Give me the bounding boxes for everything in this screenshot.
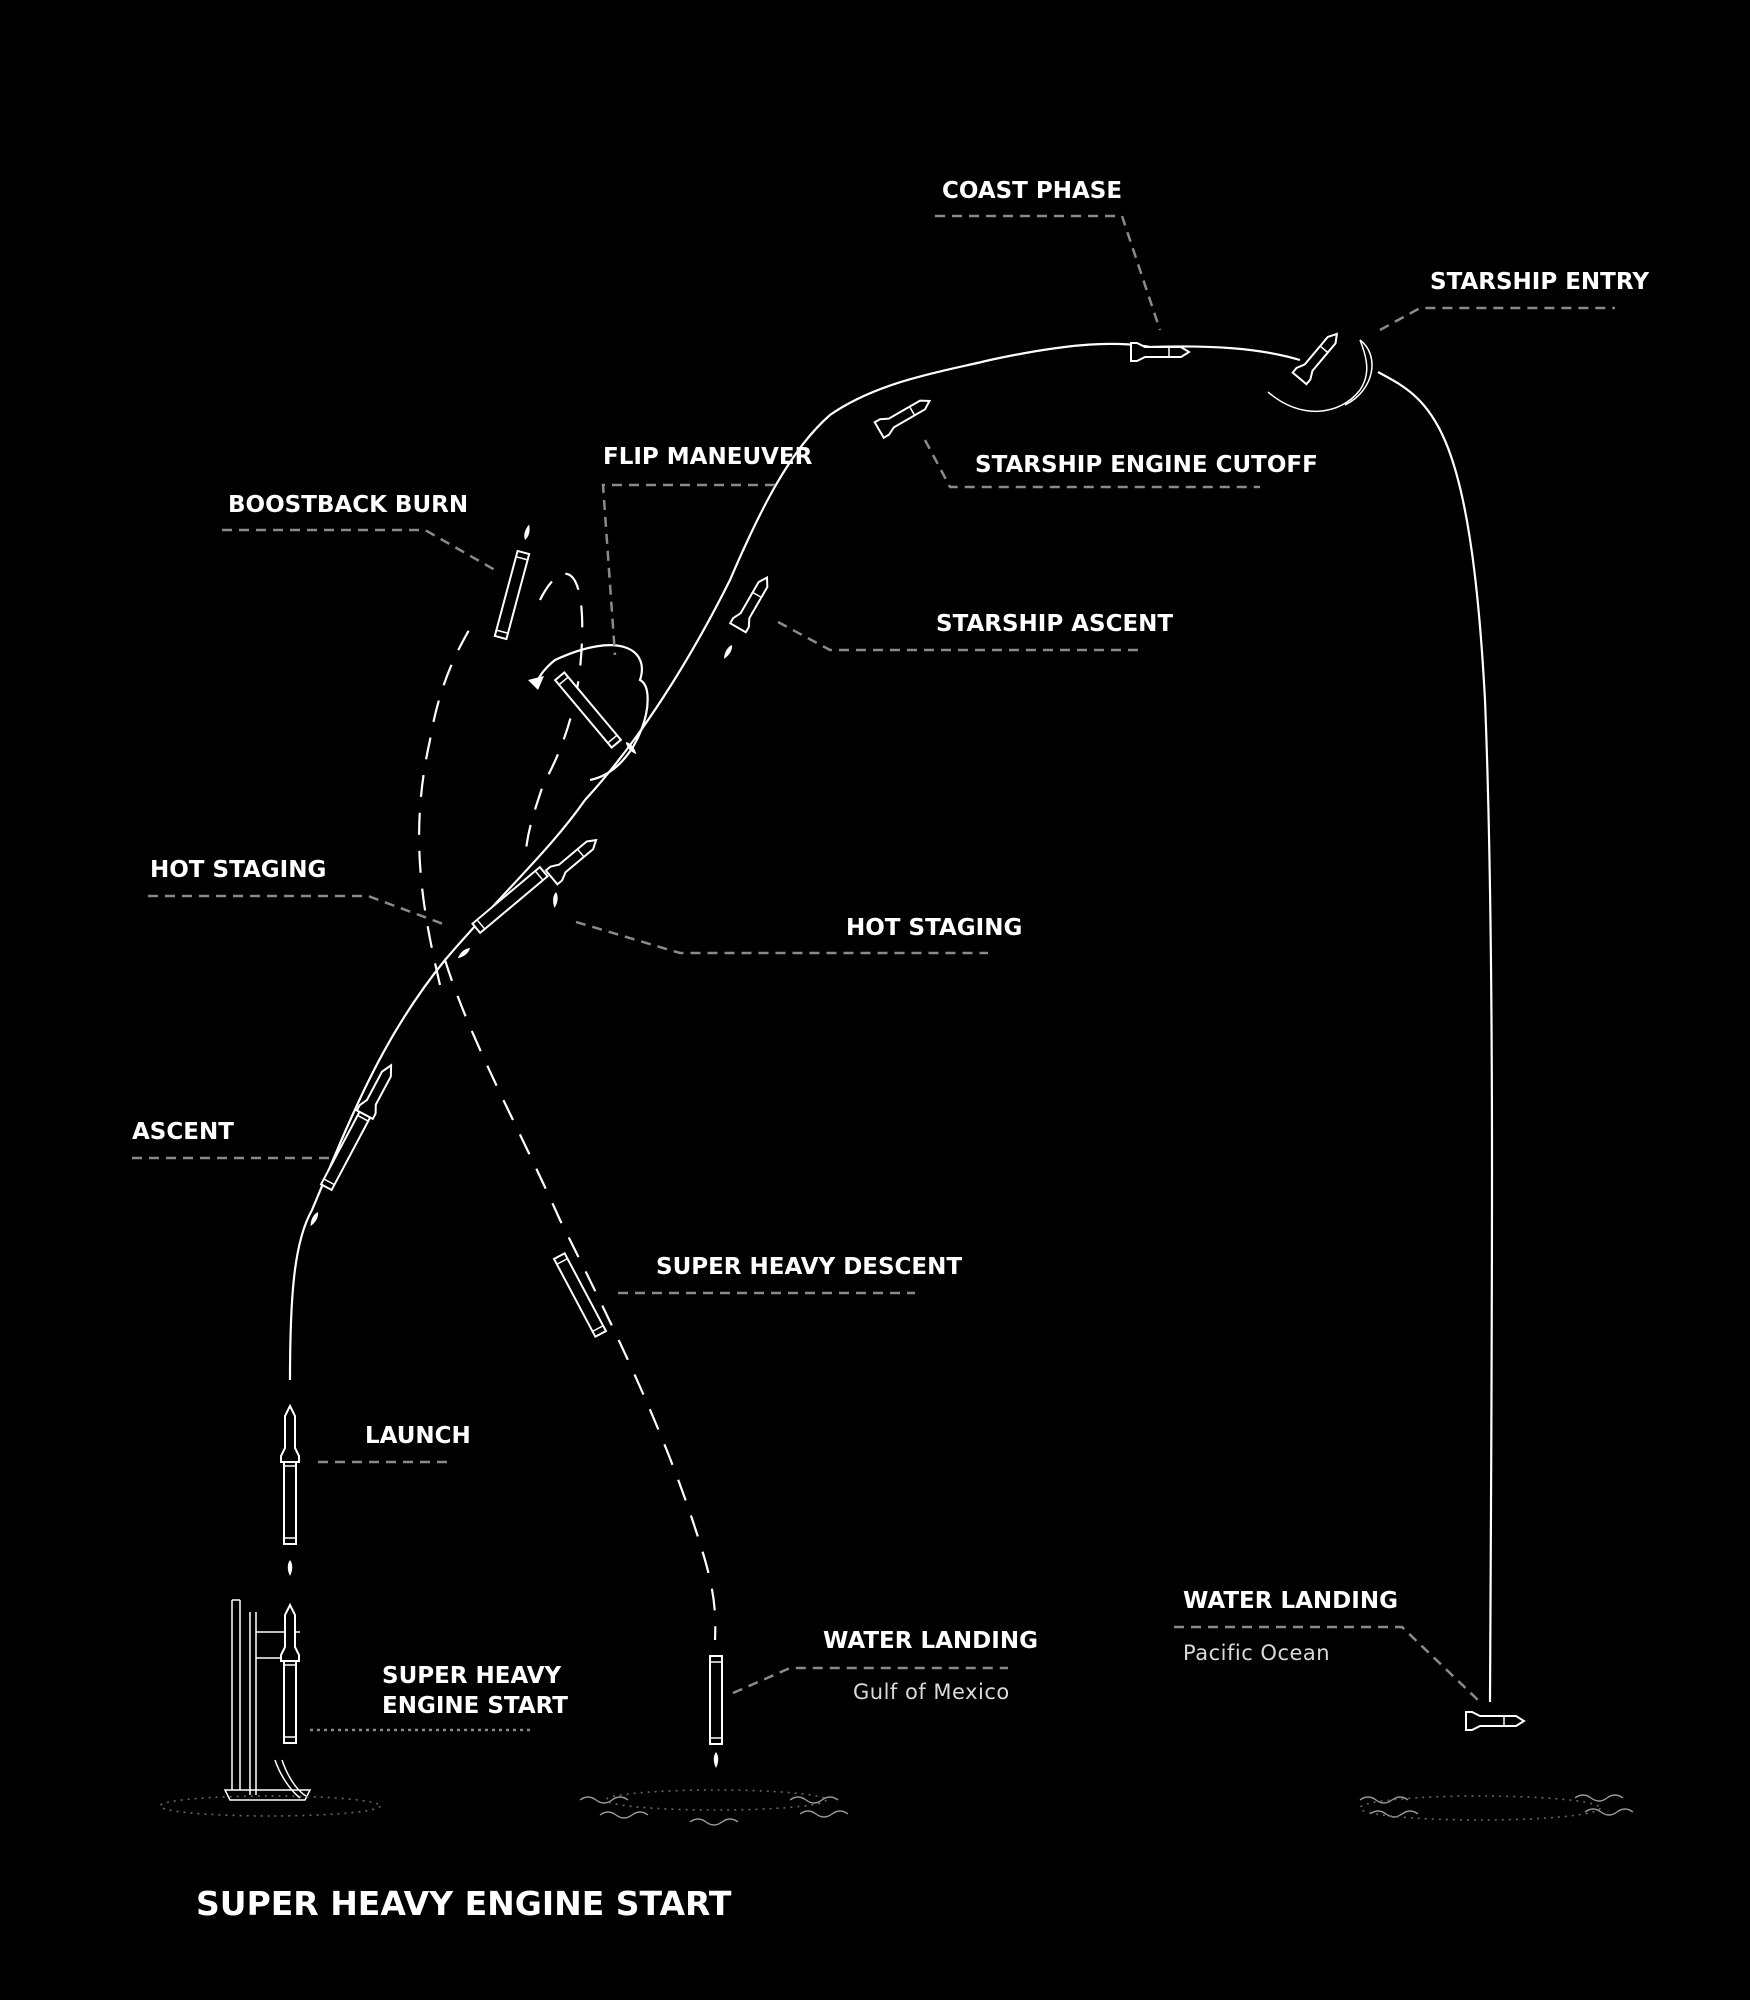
booster-boostback-icon: [493, 549, 531, 641]
starship-trajectory: [288, 342, 1301, 1381]
launch-tower: [223, 1599, 312, 1801]
vehicle-launch-icon: [280, 1405, 300, 1545]
label-coast-phase: COAST PHASE: [942, 178, 1122, 204]
label-water-landing-gulf: WATER LANDING: [823, 1628, 1038, 1654]
label-starship-engine-cutoff: STARSHIP ENGINE CUTOFF: [975, 452, 1318, 478]
label-pacific-ocean: Pacific Ocean: [1183, 1641, 1330, 1665]
label-ascent: ASCENT: [132, 1119, 234, 1145]
label-engine-start-line1: SUPER HEAVY: [382, 1663, 562, 1689]
vehicle-ascent-icon: [317, 1060, 401, 1193]
booster-separation-icon: [471, 866, 549, 934]
leader-hot-staging-right: [575, 920, 988, 955]
label-hot-staging-right: HOT STAGING: [846, 915, 1022, 941]
starship-engine-cutoff-icon: [873, 392, 935, 439]
leader-coast-phase: [935, 214, 1162, 331]
label-hot-staging-left: HOT STAGING: [150, 857, 326, 883]
leader-water-landing-pacific: [1174, 1625, 1479, 1701]
label-starship-entry: STARSHIP ENTRY: [1430, 269, 1649, 295]
super-heavy-splashdown-icon: [709, 1655, 723, 1745]
super-heavy-descent-path: [443, 959, 717, 1641]
leader-hot-staging-left: [148, 894, 447, 927]
gulf-water-waves: [579, 1789, 849, 1826]
leader-starship-entry: [1379, 306, 1615, 332]
label-boostback-burn: BOOSTBACK BURN: [228, 492, 468, 518]
super-heavy-descent-icon: [553, 1252, 607, 1338]
starship-entry-icon: [1267, 327, 1373, 413]
label-flip-maneuver: FLIP MANEUVER: [603, 444, 813, 470]
leader-boostback-burn: [222, 528, 496, 572]
flip-loop-arc: [534, 644, 649, 782]
starship-ascent-icon: [729, 572, 776, 634]
starship-splashdown-icon: [1465, 1711, 1525, 1731]
leader-engine-cutoff: [923, 439, 1260, 489]
leader-starship-ascent: [777, 620, 1138, 652]
label-gulf-of-mexico: Gulf of Mexico: [853, 1680, 1010, 1704]
label-engine-start-line2: ENGINE START: [382, 1693, 568, 1719]
pad-ground: [159, 1795, 381, 1817]
boostback-path: [418, 619, 476, 986]
label-launch: LAUNCH: [365, 1423, 471, 1449]
leader-water-landing-gulf: [732, 1666, 1008, 1695]
vehicle-on-pad-icon: [280, 1604, 300, 1744]
figure-caption: SUPER HEAVY ENGINE START: [196, 1884, 732, 1923]
label-starship-ascent: STARSHIP ASCENT: [936, 611, 1173, 637]
label-water-landing-pacific: WATER LANDING: [1183, 1588, 1398, 1614]
pacific-water-waves: [1359, 1794, 1634, 1821]
starship-descent-path: [1377, 371, 1494, 1703]
flip-arrow-icon: [528, 676, 544, 690]
label-super-heavy-descent: SUPER HEAVY DESCENT: [656, 1254, 962, 1280]
leader-flip-maneuver: [601, 483, 775, 656]
